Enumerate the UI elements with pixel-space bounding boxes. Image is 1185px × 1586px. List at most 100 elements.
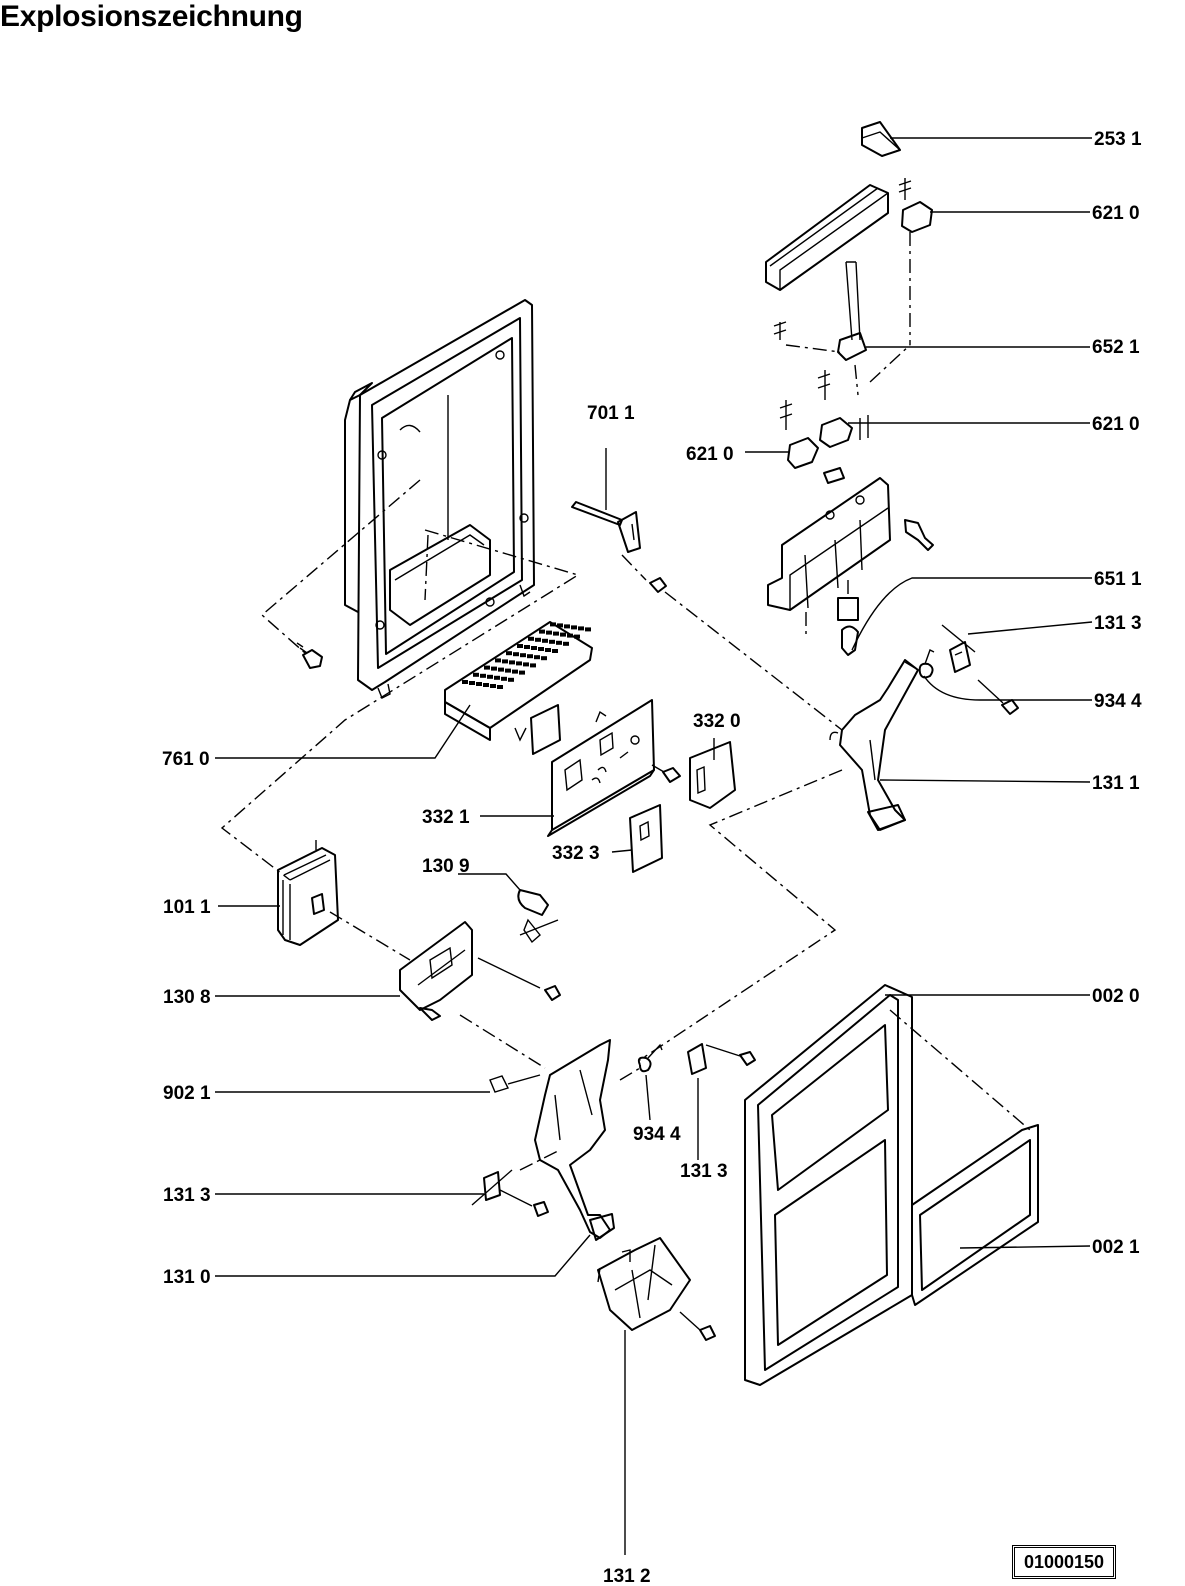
lever-131-0 [489, 1039, 615, 1241]
grille-hole [534, 655, 540, 660]
grille-hole [516, 661, 522, 666]
plate-130-8 [399, 921, 561, 1021]
switch-621-0-left [779, 400, 845, 484]
grille-hole [527, 654, 533, 659]
small-plate [530, 704, 561, 755]
grille-hole [553, 631, 559, 636]
label-131-2: 131 2 [603, 1566, 651, 1586]
grille-hole [498, 667, 504, 672]
grille-hole [517, 644, 523, 648]
grille-hole [550, 622, 556, 627]
grille-hole [502, 659, 508, 664]
cover-channel [765, 184, 889, 291]
label-131-3-upper: 131 3 [1094, 613, 1142, 634]
label-902-1: 902 1 [163, 1083, 211, 1104]
grille-hole [549, 639, 555, 644]
lever-131-1 [829, 659, 919, 831]
grille-hole [506, 651, 512, 656]
label-002-1: 002 1 [1092, 1237, 1140, 1258]
grille-hole [462, 680, 468, 684]
part-130-9 [517, 889, 559, 944]
label-130-8: 130 8 [163, 987, 211, 1008]
grille-hole [542, 638, 548, 643]
box-131-2 [597, 1237, 716, 1341]
switch-621-0-middle [817, 370, 869, 448]
grille-hole [476, 682, 482, 686]
grille-hole [505, 668, 511, 673]
label-934-4-lower: 934 4 [633, 1124, 681, 1145]
label-131-3-middle: 131 3 [680, 1161, 728, 1182]
bracket-651-1 [767, 477, 934, 656]
cover-101-1 [277, 840, 339, 946]
grille-hole [541, 656, 547, 661]
label-131-0: 131 0 [163, 1267, 211, 1288]
screw-housing [296, 642, 323, 669]
grille-hole [513, 652, 519, 657]
label-761-0: 761 0 [162, 749, 210, 770]
grille-hole [585, 627, 591, 632]
grille-hole [528, 636, 534, 641]
label-332-1: 332 1 [422, 807, 470, 828]
plate-332-1 [547, 699, 655, 837]
grille-hole [501, 676, 507, 681]
clip-131-3-lower [471, 1169, 549, 1217]
grille-hole [524, 645, 530, 649]
grille-hole [473, 672, 479, 677]
grille-hole [564, 624, 570, 629]
label-701-1: 701 1 [587, 403, 635, 424]
label-101-1: 101 1 [163, 897, 211, 918]
grille-hole [490, 684, 496, 688]
dispenser-housing [344, 299, 535, 699]
door-panel-002-0 [744, 984, 913, 1386]
label-332-3: 332 3 [552, 843, 600, 864]
grille-hole [520, 653, 526, 658]
label-131-1: 131 1 [1092, 773, 1140, 794]
grille-hole [508, 677, 514, 682]
grille-hole [538, 647, 544, 651]
document-number: 01000150 [1012, 1545, 1116, 1579]
label-651-1: 651 1 [1094, 569, 1142, 590]
grille-hole [563, 641, 569, 646]
plate-332-0 [689, 741, 736, 809]
grille-hole [487, 674, 493, 679]
grille-hole [574, 634, 580, 639]
grille-hole [539, 629, 545, 634]
door-panel-002-1 [911, 1124, 1039, 1306]
grille-hole [494, 675, 500, 680]
grille-hole [535, 637, 541, 642]
grille-hole [552, 649, 558, 653]
grille-hole [530, 663, 536, 668]
label-934-4-upper: 934 4 [1094, 691, 1142, 712]
grille-hole [491, 666, 497, 671]
spring-934-4-lower [637, 1043, 663, 1073]
label-621-0-middle: 621 0 [1092, 414, 1140, 435]
label-130-9: 130 9 [422, 856, 470, 877]
grille-hole [578, 626, 584, 631]
grille-hole [560, 632, 566, 637]
grille-hole [556, 640, 562, 645]
spring-934-4-upper [904, 649, 935, 679]
part-labels: 253 1 621 0 652 1 621 0 621 0 701 1 651 … [162, 129, 1142, 1586]
grille-hole [571, 625, 577, 630]
leader-lines [215, 137, 1093, 1555]
grille-hole [557, 623, 563, 628]
clip-131-3-middle [687, 1043, 756, 1075]
plate-332-3 [629, 804, 663, 873]
grille-hole [523, 662, 529, 667]
grille-hole [509, 660, 515, 665]
switch-652-1 [773, 261, 911, 396]
label-621-0-top: 621 0 [1092, 203, 1140, 224]
rod-701-1 [571, 501, 667, 593]
label-002-0: 002 0 [1092, 986, 1140, 1007]
grille-hole [497, 685, 503, 689]
grille-hole [469, 681, 475, 685]
switch-621-0-top [898, 178, 933, 345]
page-title: Explosionszeichnung [0, 0, 303, 33]
grille-hole [519, 670, 525, 675]
grille-hole [512, 669, 518, 674]
grille-hole [484, 665, 490, 670]
grille-hole [546, 630, 552, 635]
grille-761-0 [444, 621, 593, 741]
grille-hole [545, 648, 551, 652]
